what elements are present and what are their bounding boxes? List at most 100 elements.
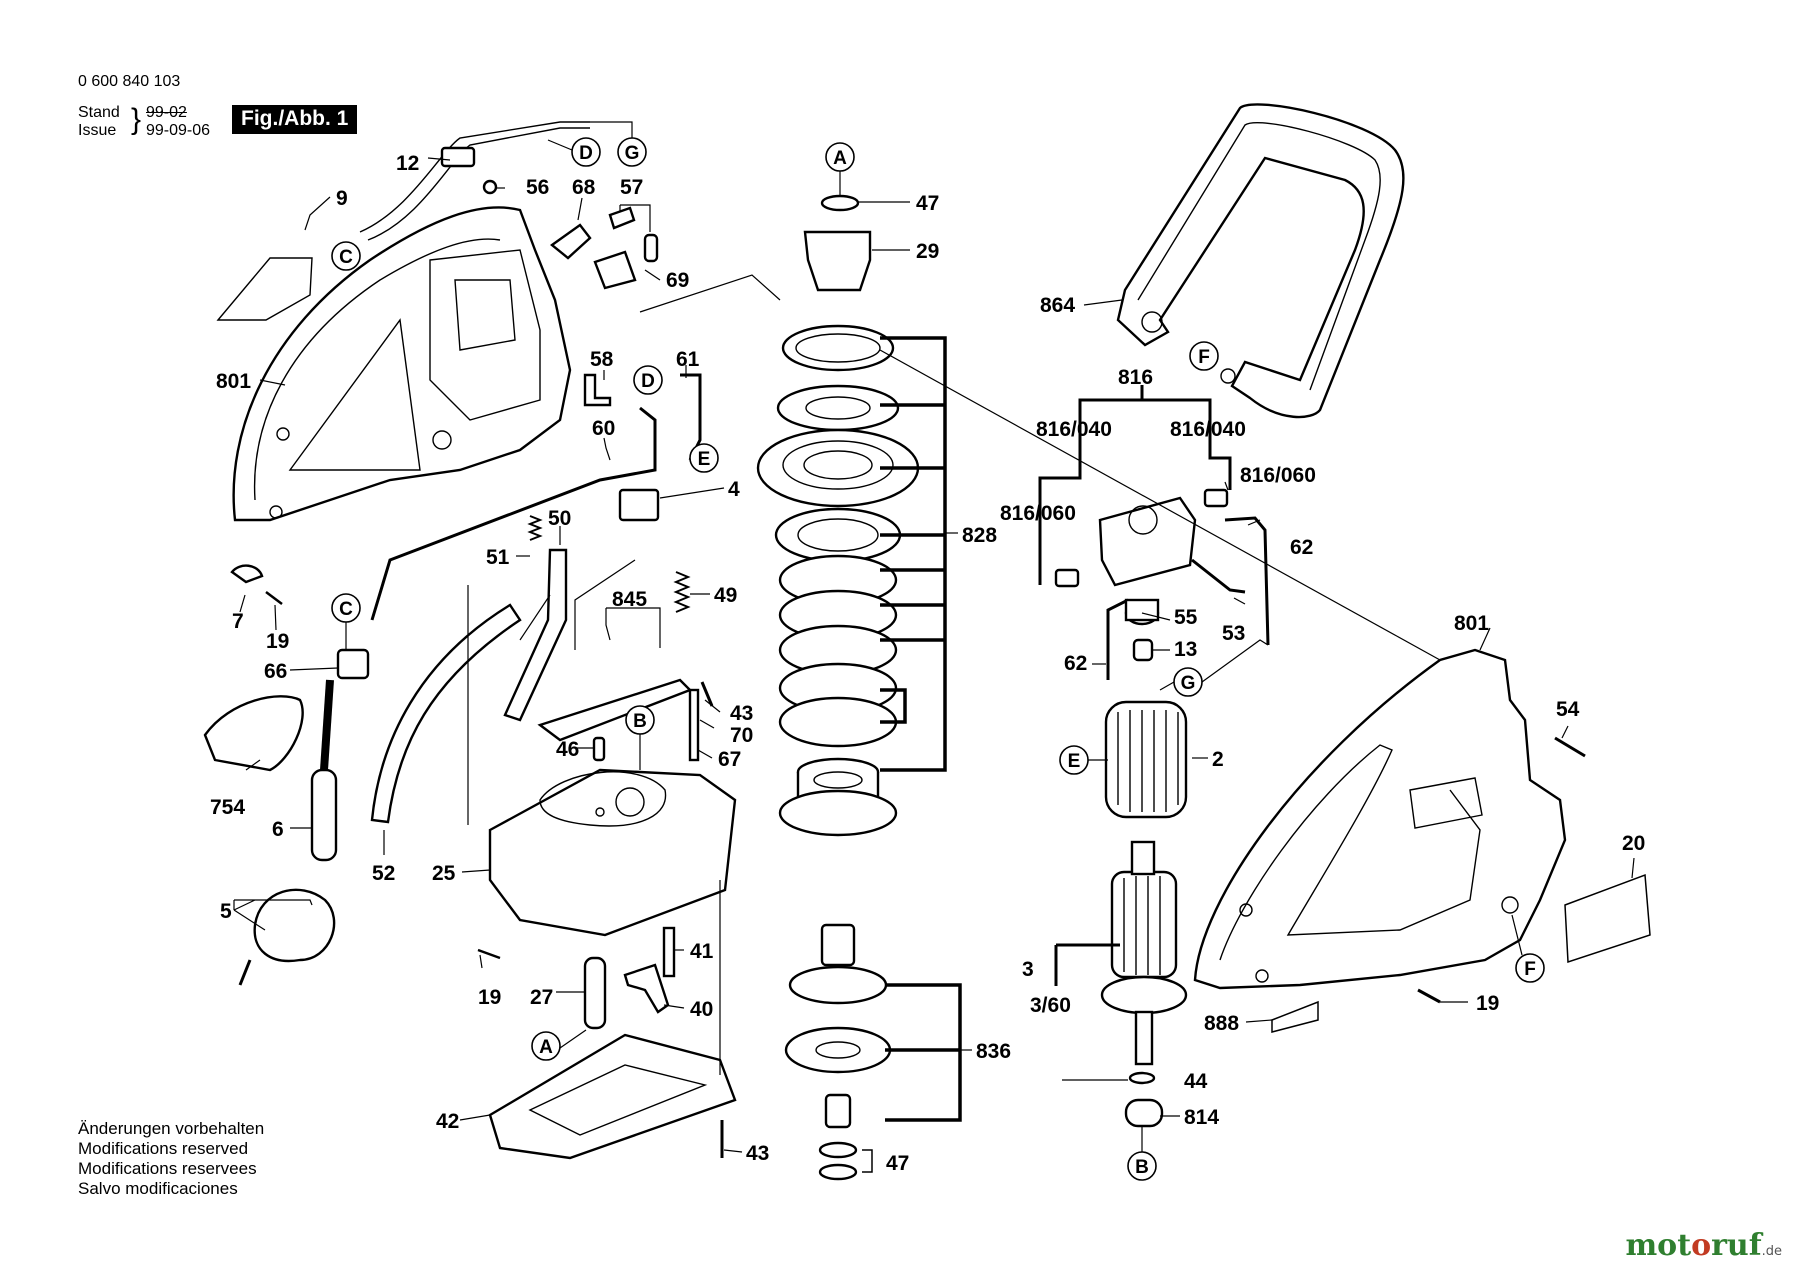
switch-assembly-816 (1054, 488, 1270, 680)
label-816-040-b: 816/040 (1170, 418, 1246, 441)
label-19-c: 19 (1476, 992, 1499, 1015)
clip-12 (440, 146, 476, 168)
svg-text:F: F (1524, 959, 1536, 980)
assembly-line-1 (639, 274, 781, 313)
ring-13 (1132, 638, 1154, 662)
label-3: 3 (1022, 958, 1034, 981)
label-29: 29 (916, 240, 939, 263)
lever-40 (623, 963, 670, 1014)
svg-text:C: C (339, 247, 353, 268)
svg-text:G: G (1181, 673, 1196, 694)
label-55: 55 (1174, 606, 1198, 629)
label-801-right: 801 (1454, 612, 1489, 635)
bracket-828 (880, 336, 947, 772)
label-67: 67 (718, 748, 741, 771)
label-66: 66 (264, 660, 287, 683)
plate-888 (1271, 1000, 1319, 1033)
ref-marker-A1: A (531, 1031, 561, 1061)
ref-marker-A2: A (825, 142, 855, 172)
switch-4 (618, 488, 660, 522)
watermark-part-a: mot (1625, 1228, 1692, 1263)
screw-19a (265, 591, 283, 605)
footer-notes: Änderungen vorbehalten Modifications res… (78, 1119, 264, 1199)
svg-text:B: B (1135, 1157, 1149, 1178)
label-60: 60 (592, 417, 615, 440)
ring-56 (482, 179, 498, 195)
label-44: 44 (1184, 1070, 1208, 1093)
clip-58 (583, 373, 612, 407)
label-3-60: 3/60 (1030, 994, 1071, 1017)
watermark-part-c: ruf (1711, 1228, 1762, 1263)
gear-stack (756, 194, 920, 1181)
spindle-nut-29 (803, 230, 872, 292)
clip-7 (230, 564, 264, 584)
ref-marker-B2: B (1127, 1151, 1157, 1181)
gearbox-25 (488, 768, 737, 937)
label-42: 42 (436, 1110, 459, 1133)
label-864: 864 (1040, 294, 1075, 317)
label-25: 25 (432, 862, 456, 885)
label-40: 40 (690, 998, 713, 1021)
label-41: 41 (690, 940, 714, 963)
part-number: 0 600 840 103 (78, 73, 181, 90)
label-801-left: 801 (216, 370, 251, 393)
label-814: 814 (1184, 1106, 1219, 1129)
strip-52 (370, 603, 522, 824)
leader-lines (233, 157, 1635, 1153)
svg-text:A: A (833, 148, 847, 169)
label-6: 6 (272, 818, 284, 841)
label-754: 754 (210, 796, 245, 819)
label-9: 9 (336, 187, 348, 210)
label-68: 68 (572, 176, 596, 199)
connector-66 (336, 648, 370, 680)
label-19-a: 19 (266, 630, 289, 653)
bracket-3 (1054, 943, 1120, 986)
ref-marker-C2: C (331, 593, 361, 623)
label-sheet-20 (1564, 873, 1651, 964)
spring-49 (673, 571, 691, 613)
label-47-b: 47 (886, 1152, 909, 1175)
ref-marker-F1: F (1189, 341, 1219, 371)
label-43-a: 43 (730, 702, 753, 725)
label-70: 70 (730, 724, 753, 747)
footer-line-es: Salvo modificaciones (78, 1179, 238, 1198)
bracket-69 (593, 250, 637, 290)
housing-half-left (232, 206, 572, 522)
watermark-part-b: o (1691, 1228, 1712, 1263)
armature-3 (1100, 840, 1188, 1128)
label-69: 69 (666, 269, 689, 292)
housing-half-right (1193, 648, 1567, 990)
label-47-a: 47 (916, 192, 939, 215)
footer-line-fr: Modifications reservees (78, 1159, 257, 1178)
stand-date: 99-02 (146, 104, 187, 121)
label-46: 46 (556, 738, 579, 761)
pin-67 (688, 688, 700, 762)
watermark-part-d: .de (1761, 1244, 1782, 1259)
label-50: 50 (548, 507, 571, 530)
plug-5 (253, 888, 336, 963)
screw-19b (477, 948, 501, 960)
label-19-b: 19 (478, 986, 501, 1009)
lever-50 (503, 548, 568, 722)
bracket-816 (1078, 385, 1212, 415)
footer-line-en: Modifications reserved (78, 1139, 249, 1158)
label-51: 51 (486, 546, 510, 569)
ref-marker-D2: D (633, 365, 663, 395)
label-12: 12 (396, 152, 419, 175)
svg-text:B: B (633, 711, 647, 732)
svg-text:G: G (625, 143, 640, 164)
ref-marker-G2: G (1173, 667, 1203, 697)
bracket-836 (885, 983, 962, 1122)
svg-text:C: C (339, 599, 353, 620)
label-836: 836 (976, 1040, 1011, 1063)
label-58: 58 (590, 348, 614, 371)
ref-marker-E2: E (1059, 745, 1089, 775)
ref-marker-D1: D (571, 137, 601, 167)
pin-46 (592, 736, 606, 762)
label-828: 828 (962, 524, 997, 547)
stand-label: Stand (78, 104, 120, 121)
label-816-060-a: 816/060 (1000, 502, 1076, 525)
rod-60 (370, 406, 657, 621)
cylinder-57 (643, 233, 659, 263)
